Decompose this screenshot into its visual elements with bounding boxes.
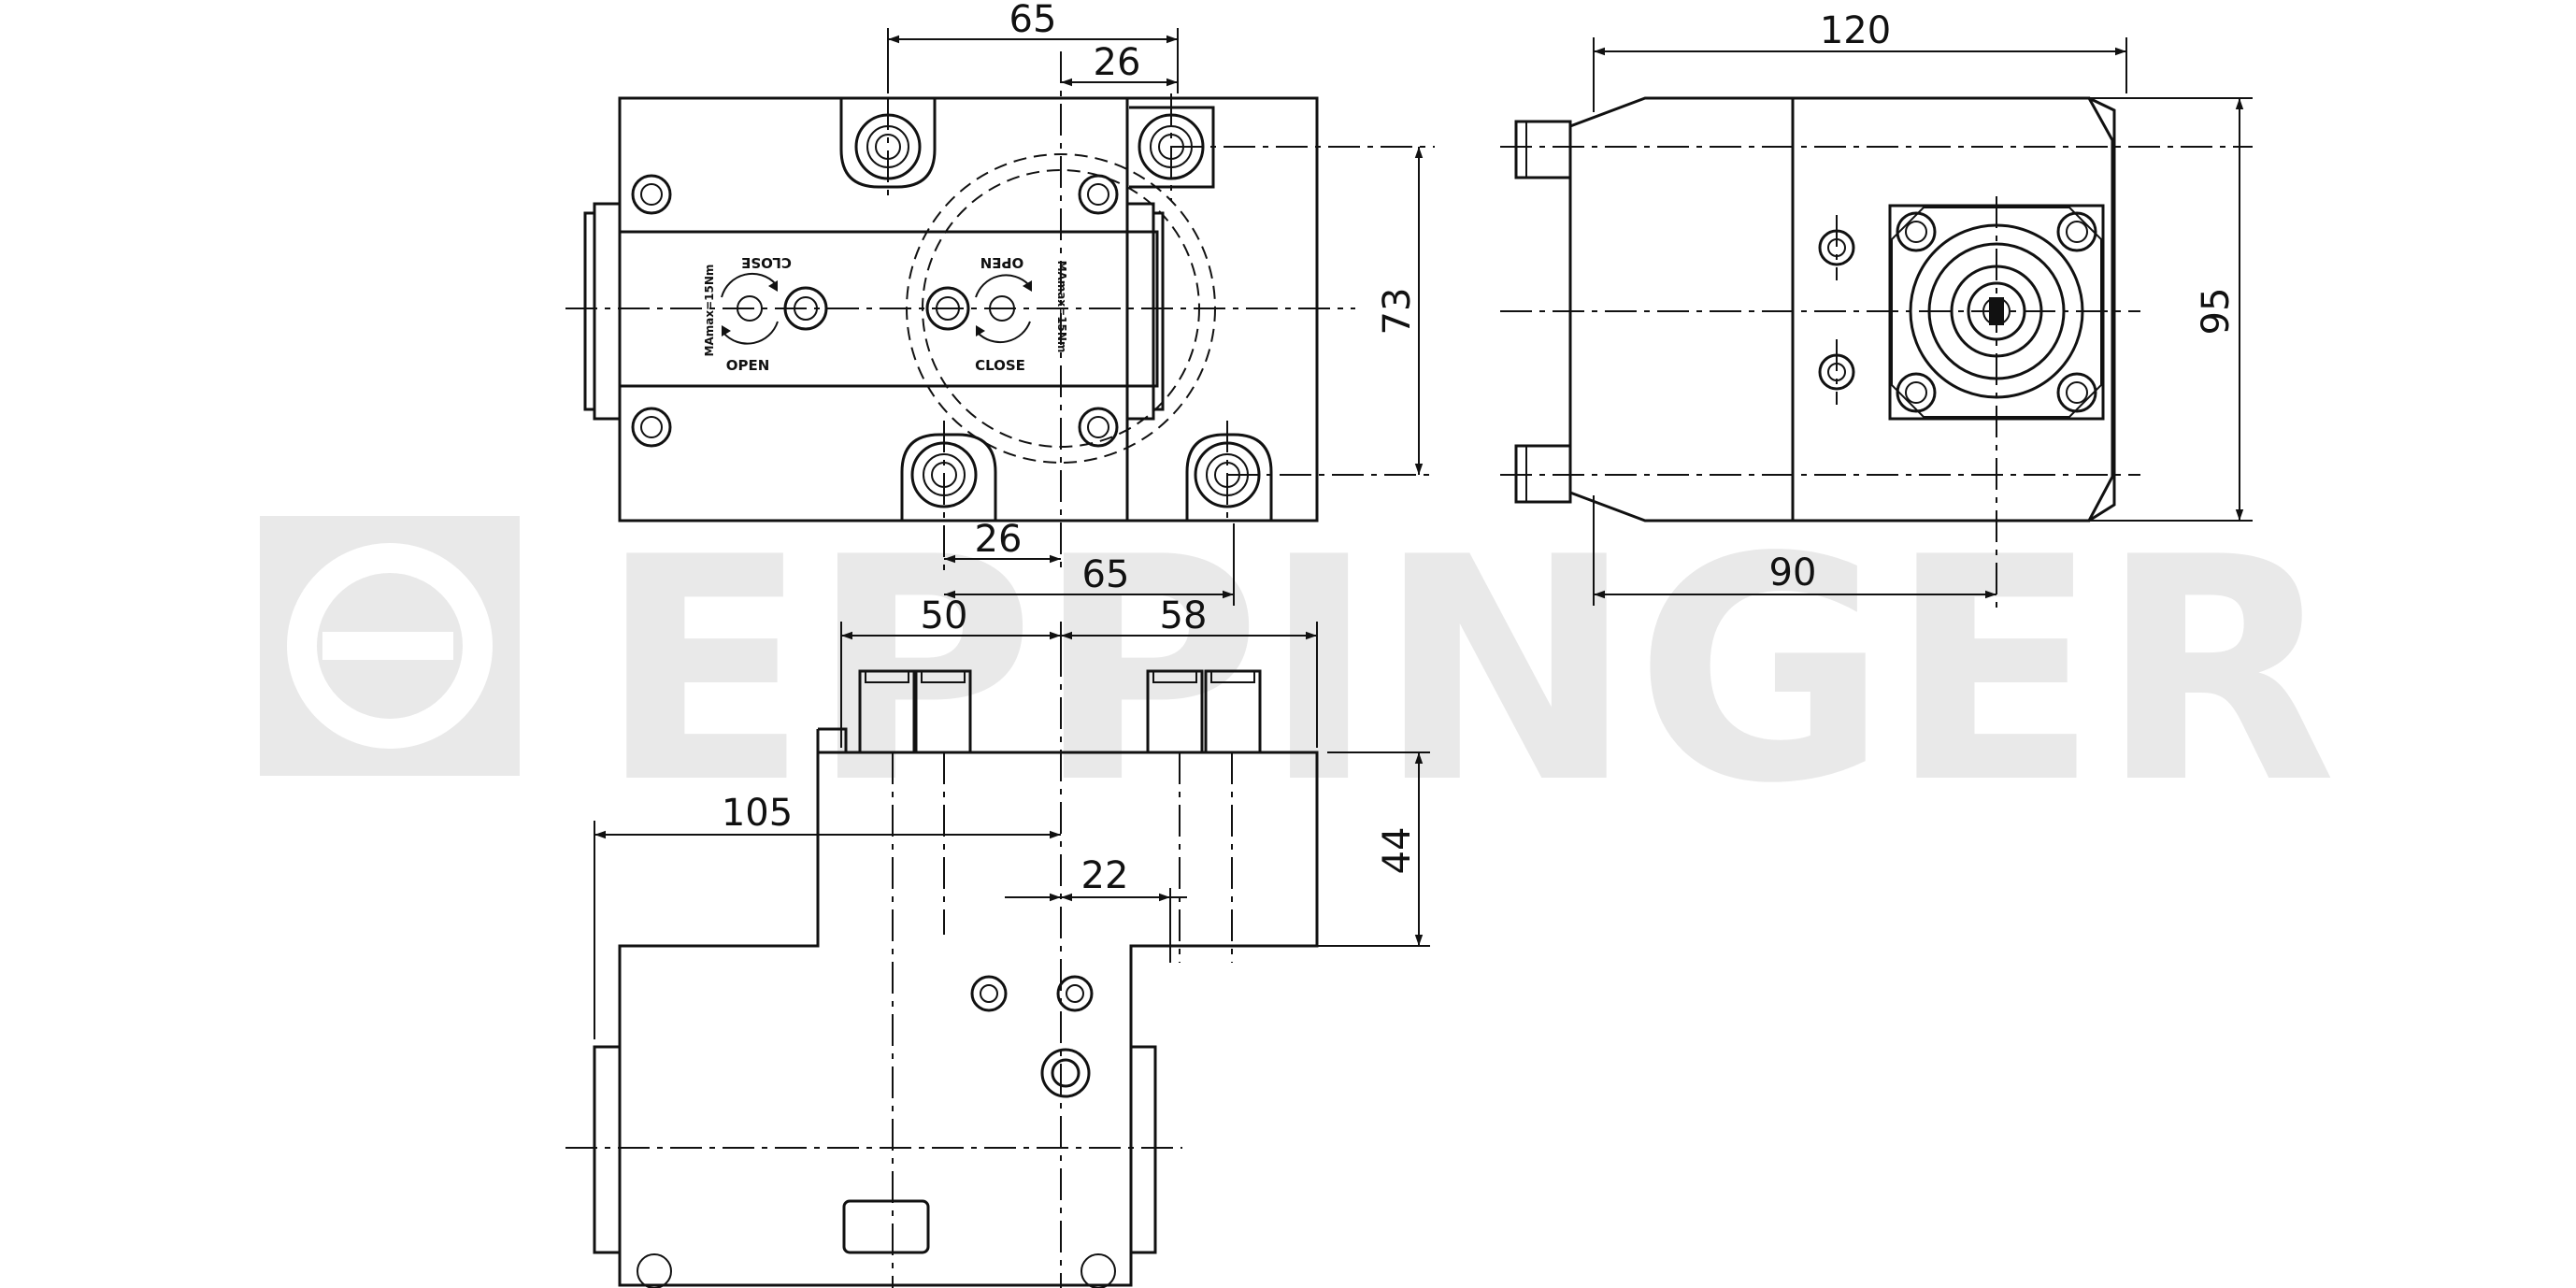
front-view: CLOSE OPEN MAmax=15Nm OPEN CLOSE MAmax=1…: [565, 0, 1435, 606]
dim-front-top-65: 65: [887, 0, 1179, 93]
side-flange-screw-tr: [2056, 211, 2097, 252]
bottom-pin-3: [1146, 669, 1204, 754]
dim-bottom-105: 105: [594, 792, 1061, 1039]
bottom-screw-right: [1080, 1253, 1116, 1288]
front-screw-tl: [631, 174, 672, 215]
rotation-arrow-icon-left: [721, 272, 779, 345]
front-screw-tr: [1078, 174, 1119, 215]
watermark-logo-bar: [322, 632, 453, 660]
dim-front-bottom-65: 65: [944, 523, 1235, 606]
side-flange-screw-bl: [1896, 372, 1937, 413]
dim-text-bottom-50: 50: [921, 594, 968, 637]
bottom-key-slot: [842, 1199, 930, 1254]
front-left-handle: [593, 202, 620, 421]
side-pin-top: [1514, 120, 1572, 179]
dim-text-bottom-105: 105: [722, 792, 793, 835]
watermark: EPPINGER: [260, 492, 2337, 851]
dim-text-side-120: 120: [1820, 9, 1891, 52]
dim-bottom-22: 22: [1005, 854, 1187, 963]
bottom-body-outline: [618, 751, 1319, 1287]
dim-text-front-73: 73: [1376, 288, 1419, 336]
label-left-close: CLOSE: [741, 254, 792, 271]
bottom-screw-left: [637, 1253, 672, 1288]
label-right-open: OPEN: [980, 254, 1024, 271]
bottom-coolant-port: [1040, 1048, 1091, 1098]
dim-side-95: 95: [2089, 97, 2253, 522]
label-right-torque: MAmax=15Nm: [1055, 261, 1068, 353]
dim-bottom-50: 50: [840, 594, 1062, 748]
dim-front-73: 73: [1376, 147, 1424, 475]
dim-bottom-58: 58: [1061, 594, 1318, 748]
label-right-close: CLOSE: [975, 357, 1025, 374]
bottom-port-2: [1056, 975, 1094, 1012]
side-flange-screw-br: [2056, 372, 2097, 413]
dim-text-bottom-44: 44: [1376, 827, 1419, 875]
dim-text-side-95: 95: [2195, 288, 2238, 336]
dim-front-bottom-26: 26: [944, 518, 1061, 564]
bottom-view: 50 58 105 22 44: [565, 594, 1430, 1288]
watermark-logo-ring: [287, 543, 493, 749]
dim-text-side-90: 90: [1769, 551, 1817, 594]
dim-text-front-bottom-65: 65: [1082, 553, 1130, 596]
dim-front-top-26: 26: [1061, 41, 1178, 87]
dim-text-front-top-26: 26: [1094, 41, 1141, 84]
dim-text-front-bottom-26: 26: [975, 518, 1023, 561]
dim-text-bottom-58: 58: [1160, 594, 1208, 637]
label-left-torque: MAmax=15Nm: [703, 265, 716, 357]
front-screw-br: [1078, 407, 1119, 448]
dim-side-90: 90: [1593, 495, 1996, 606]
side-view: 120 95 90: [1500, 9, 2253, 608]
side-flange-screw-tl: [1896, 211, 1937, 252]
dim-bottom-44: 44: [1317, 751, 1430, 947]
side-body-outline: [1568, 96, 2114, 522]
dim-side-120: 120: [1593, 9, 2127, 112]
front-screw-bl: [631, 407, 672, 448]
front-right-handle: [1127, 202, 1155, 421]
bottom-pin-1: [858, 669, 916, 754]
dim-text-bottom-22: 22: [1081, 854, 1129, 897]
label-left-open: OPEN: [726, 357, 770, 374]
bottom-port-1: [970, 975, 1008, 1012]
dim-text-front-top-65: 65: [1009, 0, 1057, 41]
